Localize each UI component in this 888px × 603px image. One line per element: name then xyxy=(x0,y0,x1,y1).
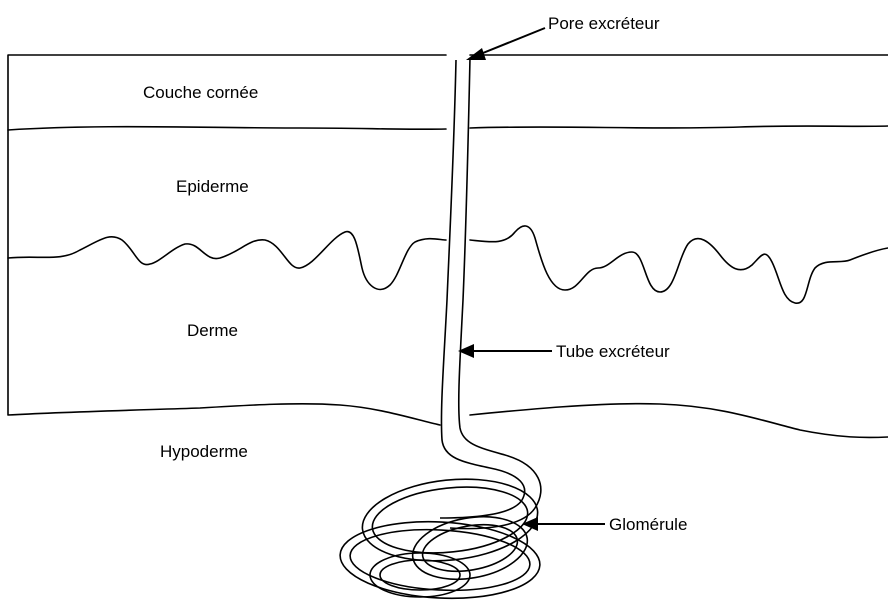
epidermis-dermis-boundary-left xyxy=(8,232,446,290)
epidermis-dermis-boundary-right xyxy=(470,226,888,303)
excretory-tube-wall-left xyxy=(440,60,525,518)
tube-callout-arrow xyxy=(458,344,552,358)
corneum-epidermis-boundary-left xyxy=(8,127,446,130)
left-skin-block-outline xyxy=(8,55,446,425)
layer-label-hypodermis: Hypoderme xyxy=(160,443,248,460)
callout-label-pore: Pore excréteur xyxy=(548,15,660,32)
excretory-tube-wall-right xyxy=(450,58,541,529)
layer-label-stratum-corneum: Couche cornée xyxy=(143,84,258,101)
right-skin-block-outline xyxy=(470,55,888,437)
layer-label-dermis: Derme xyxy=(187,322,238,339)
layer-label-epidermis: Epiderme xyxy=(176,178,249,195)
glomerulus-callout-arrow xyxy=(522,517,605,531)
callout-label-glomerulus: Glomérule xyxy=(609,516,687,533)
corneum-epidermis-boundary-right xyxy=(470,126,888,128)
callout-label-tube: Tube excréteur xyxy=(556,343,670,360)
glomerulus-coils xyxy=(338,471,542,603)
